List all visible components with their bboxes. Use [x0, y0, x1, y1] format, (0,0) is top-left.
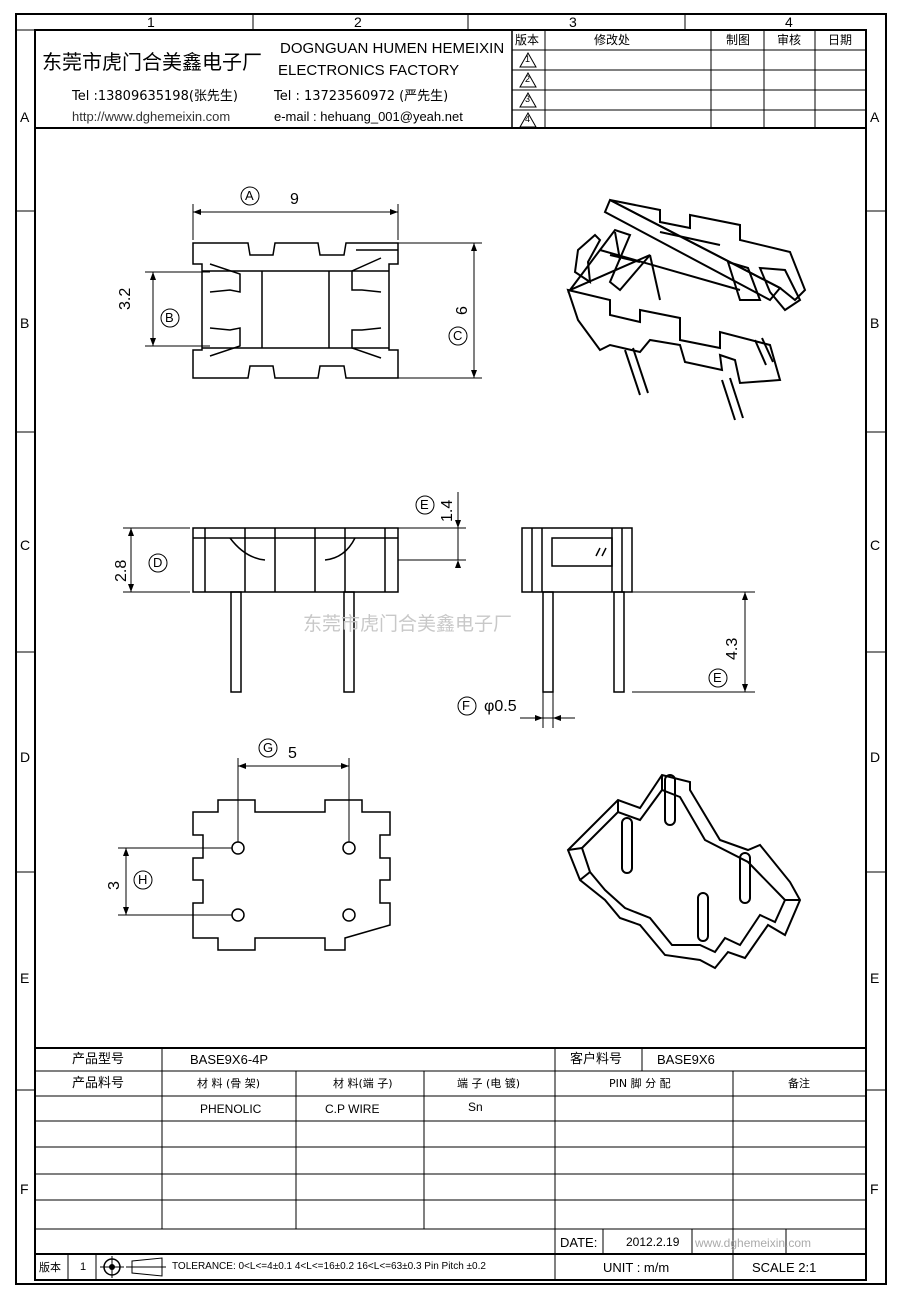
column-label-4: 4: [785, 14, 793, 30]
tolerance-text: TOLERANCE: 0<L<=4±0.1 4<L<=16±0.2 16<L<=…: [172, 1261, 486, 1272]
rev-number-2: 2: [525, 74, 531, 84]
row-label-b-right: B: [870, 315, 880, 331]
col-remarks: 备注: [788, 1077, 810, 1090]
rev-header-change: 修改处: [594, 33, 631, 47]
rev-header-checked: 审核: [777, 33, 802, 47]
date-label: DATE:: [560, 1235, 598, 1250]
customer-part-label: 客户料号: [570, 1052, 623, 1067]
dim-label-d: D: [153, 555, 163, 570]
column-label-1: 1: [147, 14, 155, 30]
company-name-en-line2: ELECTRONICS FACTORY: [278, 62, 460, 79]
material-frame-value: PHENOLIC: [200, 1102, 262, 1116]
terminal-plating-value: Sn: [468, 1100, 483, 1114]
product-model-label: 产品型号: [72, 1052, 125, 1067]
dim-label-b: B: [165, 310, 174, 325]
row-label-d-left: D: [20, 749, 31, 765]
dim-label-e-pin: E: [713, 670, 722, 685]
dim-value-d: 2.8: [113, 559, 130, 582]
dim-value-a: 9: [290, 191, 299, 208]
col-material-frame: 材 料 (骨 架): [197, 1077, 261, 1090]
dim-label-g: G: [263, 740, 274, 755]
dim-value-f: φ0.5: [484, 698, 517, 715]
company-name-cn: 东莞市虎门合美鑫电子厂: [42, 50, 262, 74]
rev-header-version: 版本: [515, 33, 540, 47]
version-label: 版本: [39, 1261, 61, 1274]
customer-part-value: BASE9X6: [657, 1052, 715, 1067]
top-view-drawing: [145, 186, 482, 379]
isometric-view-top: [566, 198, 807, 421]
row-label-f-right: F: [870, 1181, 879, 1197]
contact-email: e-mail : hehuang_001@yeah.net: [274, 109, 463, 124]
row-label-d-right: D: [870, 749, 881, 765]
row-label-c-right: C: [870, 537, 881, 553]
row-label-a-left: A: [20, 109, 30, 125]
material-terminal-value: C.P WIRE: [325, 1102, 380, 1116]
bottom-view-drawing: [118, 738, 391, 951]
side-view-drawing: [457, 527, 755, 728]
dim-label-c: C: [453, 328, 463, 343]
row-label-e-left: E: [20, 970, 30, 986]
date-value: 2012.2.19: [626, 1235, 680, 1249]
unit-text: UNIT : m/m: [603, 1260, 670, 1275]
row-label-f-left: F: [20, 1181, 29, 1197]
col-pin-assignment: PIN 脚 分 配: [609, 1077, 671, 1090]
isometric-view-bottom: [566, 773, 802, 970]
rev-header-drawn: 制图: [726, 33, 751, 47]
col-terminal-plating: 端 子 (电 镀): [457, 1077, 521, 1090]
dim-value-h: 3: [106, 881, 123, 890]
row-label-c-left: C: [20, 537, 31, 553]
company-name-en-line1: DOGNGUAN HUMEN HEMEIXIN: [280, 40, 505, 57]
row-label-e-right: E: [870, 970, 880, 986]
rev-number-1: 1: [525, 54, 531, 64]
contact-tel-2: Tel : 13723560972 (严先生): [274, 89, 449, 104]
dim-label-e: E: [420, 497, 429, 512]
dim-value-e: 1.4: [439, 499, 456, 522]
dim-label-h: H: [138, 872, 148, 887]
watermark-text: 东莞市虎门合美鑫电子厂: [303, 613, 513, 635]
rev-number-4: 4: [525, 114, 531, 124]
contact-tel-1: Tel :13809635198(张先生): [72, 89, 238, 104]
row-label-a-right: A: [870, 109, 880, 125]
column-label-3: 3: [569, 14, 577, 30]
footer-watermark: www.dghemeixin.com: [695, 1236, 812, 1250]
dim-value-e-pin: 4.3: [724, 637, 741, 660]
front-view-drawing: [123, 492, 466, 693]
rev-header-date: 日期: [828, 33, 853, 47]
row-label-b-left: B: [20, 315, 30, 331]
website-link[interactable]: http://www.dghemeixin.com: [72, 109, 231, 124]
column-label-2: 2: [354, 14, 362, 30]
product-part-label: 产品料号: [72, 1076, 125, 1091]
dim-label-f: F: [462, 698, 470, 713]
version-value: 1: [80, 1261, 87, 1273]
dim-value-c: 6: [454, 306, 471, 315]
dim-value-b: 3.2: [117, 287, 134, 310]
dim-value-g: 5: [288, 745, 297, 762]
scale-text: SCALE 2:1: [752, 1260, 817, 1275]
col-material-terminal: 材 料(端 子): [333, 1077, 393, 1090]
dim-label-a: A: [245, 188, 254, 203]
product-model-value: BASE9X6-4P: [190, 1052, 269, 1067]
rev-number-3: 3: [525, 94, 531, 104]
